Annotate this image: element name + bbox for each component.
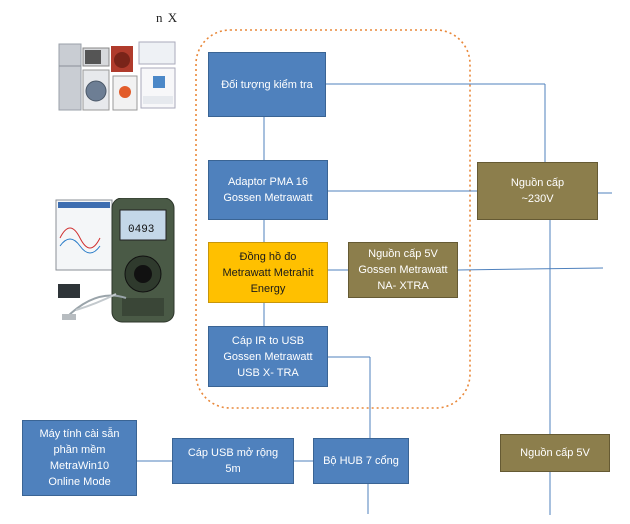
- usb-extension-label: Cáp USB mở rộng 5m: [187, 447, 279, 475]
- usb-hub-box: Bộ HUB 7 cổng: [313, 438, 409, 484]
- psu-230v-label: Nguồn cấp ~230V: [510, 177, 565, 205]
- computer-label: Máy tính cài sẵn phần mềm MetraWin10 Onl…: [39, 428, 120, 488]
- ir-usb-cable-box: Cáp IR to USB Gossen Metrawatt USB X- TR…: [208, 326, 328, 387]
- home-appliances-photo: [55, 36, 183, 114]
- psu-5v-metrawatt-box: Nguồn cấp 5V Gossen Metrawatt NA- XTRA: [348, 242, 458, 298]
- annotation-text: n X: [156, 10, 179, 25]
- meter-box: Đồng hồ đo Metrawatt Metrahit Energy: [208, 242, 328, 303]
- psu-5v-box: Nguồn cấp 5V: [500, 434, 610, 472]
- test-object-box: Đối tượng kiểm tra: [208, 52, 326, 117]
- psu-5v-label: Nguồn cấp 5V: [520, 447, 590, 459]
- ir-usb-cable-label: Cáp IR to USB Gossen Metrawatt USB X- TR…: [223, 334, 313, 379]
- multimeter-photo: 0493: [52, 198, 180, 326]
- adaptor-label: Adaptor PMA 16 Gossen Metrawatt: [223, 176, 313, 204]
- psu-5v-metrawatt-label: Nguồn cấp 5V Gossen Metrawatt NA- XTRA: [358, 248, 448, 292]
- usb-extension-box: Cáp USB mở rộng 5m: [172, 438, 294, 484]
- test-object-label: Đối tượng kiểm tra: [221, 78, 313, 91]
- adaptor-box: Adaptor PMA 16 Gossen Metrawatt: [208, 160, 328, 220]
- computer-box: Máy tính cài sẵn phần mềm MetraWin10 Onl…: [22, 420, 137, 496]
- usb-hub-label: Bộ HUB 7 cổng: [323, 455, 399, 467]
- meter-label: Đồng hồ đo Metrawatt Metrahit Energy: [222, 250, 314, 295]
- psu-230v-box: Nguồn cấp ~230V: [477, 162, 598, 220]
- svg-text:0493: 0493: [128, 224, 154, 236]
- test-setup-enclosure: [195, 29, 471, 409]
- wire-na-power: [457, 267, 604, 271]
